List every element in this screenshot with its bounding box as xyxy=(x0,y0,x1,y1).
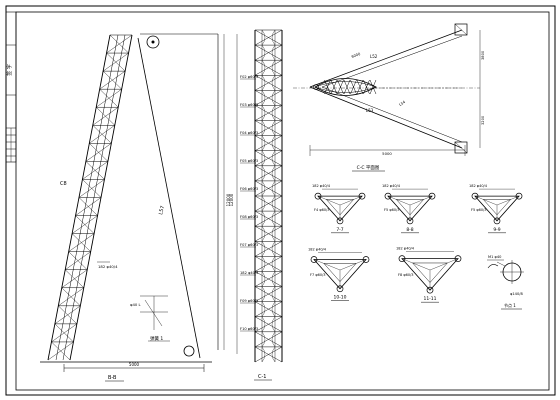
elevation-height-dim: 12000 xyxy=(226,193,231,206)
side-callout: F05 φ60/3 xyxy=(240,159,258,163)
section-note: F7 φ60/3 xyxy=(310,273,326,277)
side-callout: F08 φ60/3 xyxy=(240,215,258,219)
side-tower-lattice xyxy=(254,29,283,363)
section-label: 8-8 xyxy=(406,227,413,233)
node-detail-callout: M1 φ40 xyxy=(488,255,502,259)
node-detail-label: 节点 1 xyxy=(504,302,516,308)
plan-member-cluster xyxy=(314,78,377,96)
section-note: F8 φ60/3 xyxy=(398,273,414,277)
elevation-base-label: 弹簧 1 xyxy=(150,335,163,342)
section-note: F5 φ60/3 xyxy=(384,208,400,212)
section-label: 11-11 xyxy=(423,296,436,302)
section-note: F5 φ60/3 xyxy=(471,208,487,212)
side-callout: F07 φ60/3 xyxy=(240,243,258,247)
section-8-8: 182 φ40/4 F5 φ60/3 8-8 xyxy=(382,184,436,234)
top-hub-node xyxy=(146,35,160,49)
side-callout: F09 φ60/3 xyxy=(240,299,258,303)
title-block: 签 字 xyxy=(5,11,17,163)
title-block-stamp: 签 字 xyxy=(6,64,13,76)
section-label: 9-9 xyxy=(493,227,500,233)
elevation-section-label: B-B xyxy=(108,375,117,381)
node-detail-note: φ140/8 xyxy=(510,292,523,296)
section-label: 10-10 xyxy=(333,295,346,301)
inner-border xyxy=(15,11,550,391)
plan-dim-3: 3200 xyxy=(481,115,485,125)
plan-label-3: L54 xyxy=(398,100,406,107)
plan-title: C-C 平面图 xyxy=(357,165,380,171)
section-9-9: 182 φ40/4 F5 φ60/3 9-9 xyxy=(469,184,523,234)
anchor-top xyxy=(454,23,468,36)
plan-length-dim: 5000 xyxy=(382,151,392,156)
side-callout: F06 φ60/3 xyxy=(240,187,258,191)
plan-label-1: L52 xyxy=(370,54,378,59)
base-hub-node xyxy=(183,345,195,357)
plan-view: 5000 3800 3200 L52 L53 L54 6000 C-C 平面图 xyxy=(293,23,485,172)
side-callout: F03 φ60/3 xyxy=(240,103,258,107)
side-height-dim: 12000 xyxy=(229,193,234,206)
side-callout: F02 φ60/3 xyxy=(240,75,258,79)
plan-dim-1: 6000 xyxy=(351,52,362,59)
section-callout: 182 φ40/4 xyxy=(469,184,488,188)
side-callout: 182 φ40/4 xyxy=(240,271,259,275)
elevation-leg-label: φ40 L xyxy=(130,302,142,307)
section-callout: 182 φ40/4 xyxy=(308,247,327,251)
section-11-11: 182 φ40/4 F8 φ60/3 11-11 xyxy=(396,247,462,303)
section-callout: 182 φ40/4 xyxy=(396,247,415,251)
side-callout: F04 φ60/3 xyxy=(240,131,258,135)
elevation-member-callout: 182 φ40/4 xyxy=(98,264,118,269)
elevation-angle-label: C8 xyxy=(60,181,67,187)
elevation-view: 5000 12000 L57 C8 182 φ40/4 φ40 L 弹簧 1 B… xyxy=(40,33,231,382)
anchor-bottom xyxy=(454,141,468,154)
tower-lattice xyxy=(47,34,133,361)
node-detail: M1 φ40 φ140/8 节点 1 xyxy=(487,255,524,310)
plan-dim-2: 3800 xyxy=(481,50,485,60)
section-callout: 182 φ40/4 xyxy=(312,184,331,188)
stay-line xyxy=(137,37,201,359)
base-detail: φ40 L xyxy=(130,295,168,330)
section-details: 182 φ40/4 F4 φ60/3 7-7 182 φ40/4 F5 φ60/3 8-8… xyxy=(308,184,523,303)
side-callout: F10 φ60/3 xyxy=(240,327,258,331)
section-7-7: 182 φ40/4 F4 φ60/3 7-7 xyxy=(312,184,366,234)
side-section-label: C-1 xyxy=(258,374,266,380)
section-callout: 182 φ40/4 xyxy=(382,184,401,188)
section-note: F4 φ60/3 xyxy=(314,208,330,212)
section-label: 7-7 xyxy=(336,227,343,233)
elevation-radius-label: L57 xyxy=(158,205,166,215)
section-10-10: 182 φ40/4 F7 φ60/3 10-10 xyxy=(308,247,370,301)
elevation-width-dim: 5000 xyxy=(129,362,140,367)
outer-border xyxy=(5,5,556,396)
plan-label-2: L53 xyxy=(366,108,374,113)
